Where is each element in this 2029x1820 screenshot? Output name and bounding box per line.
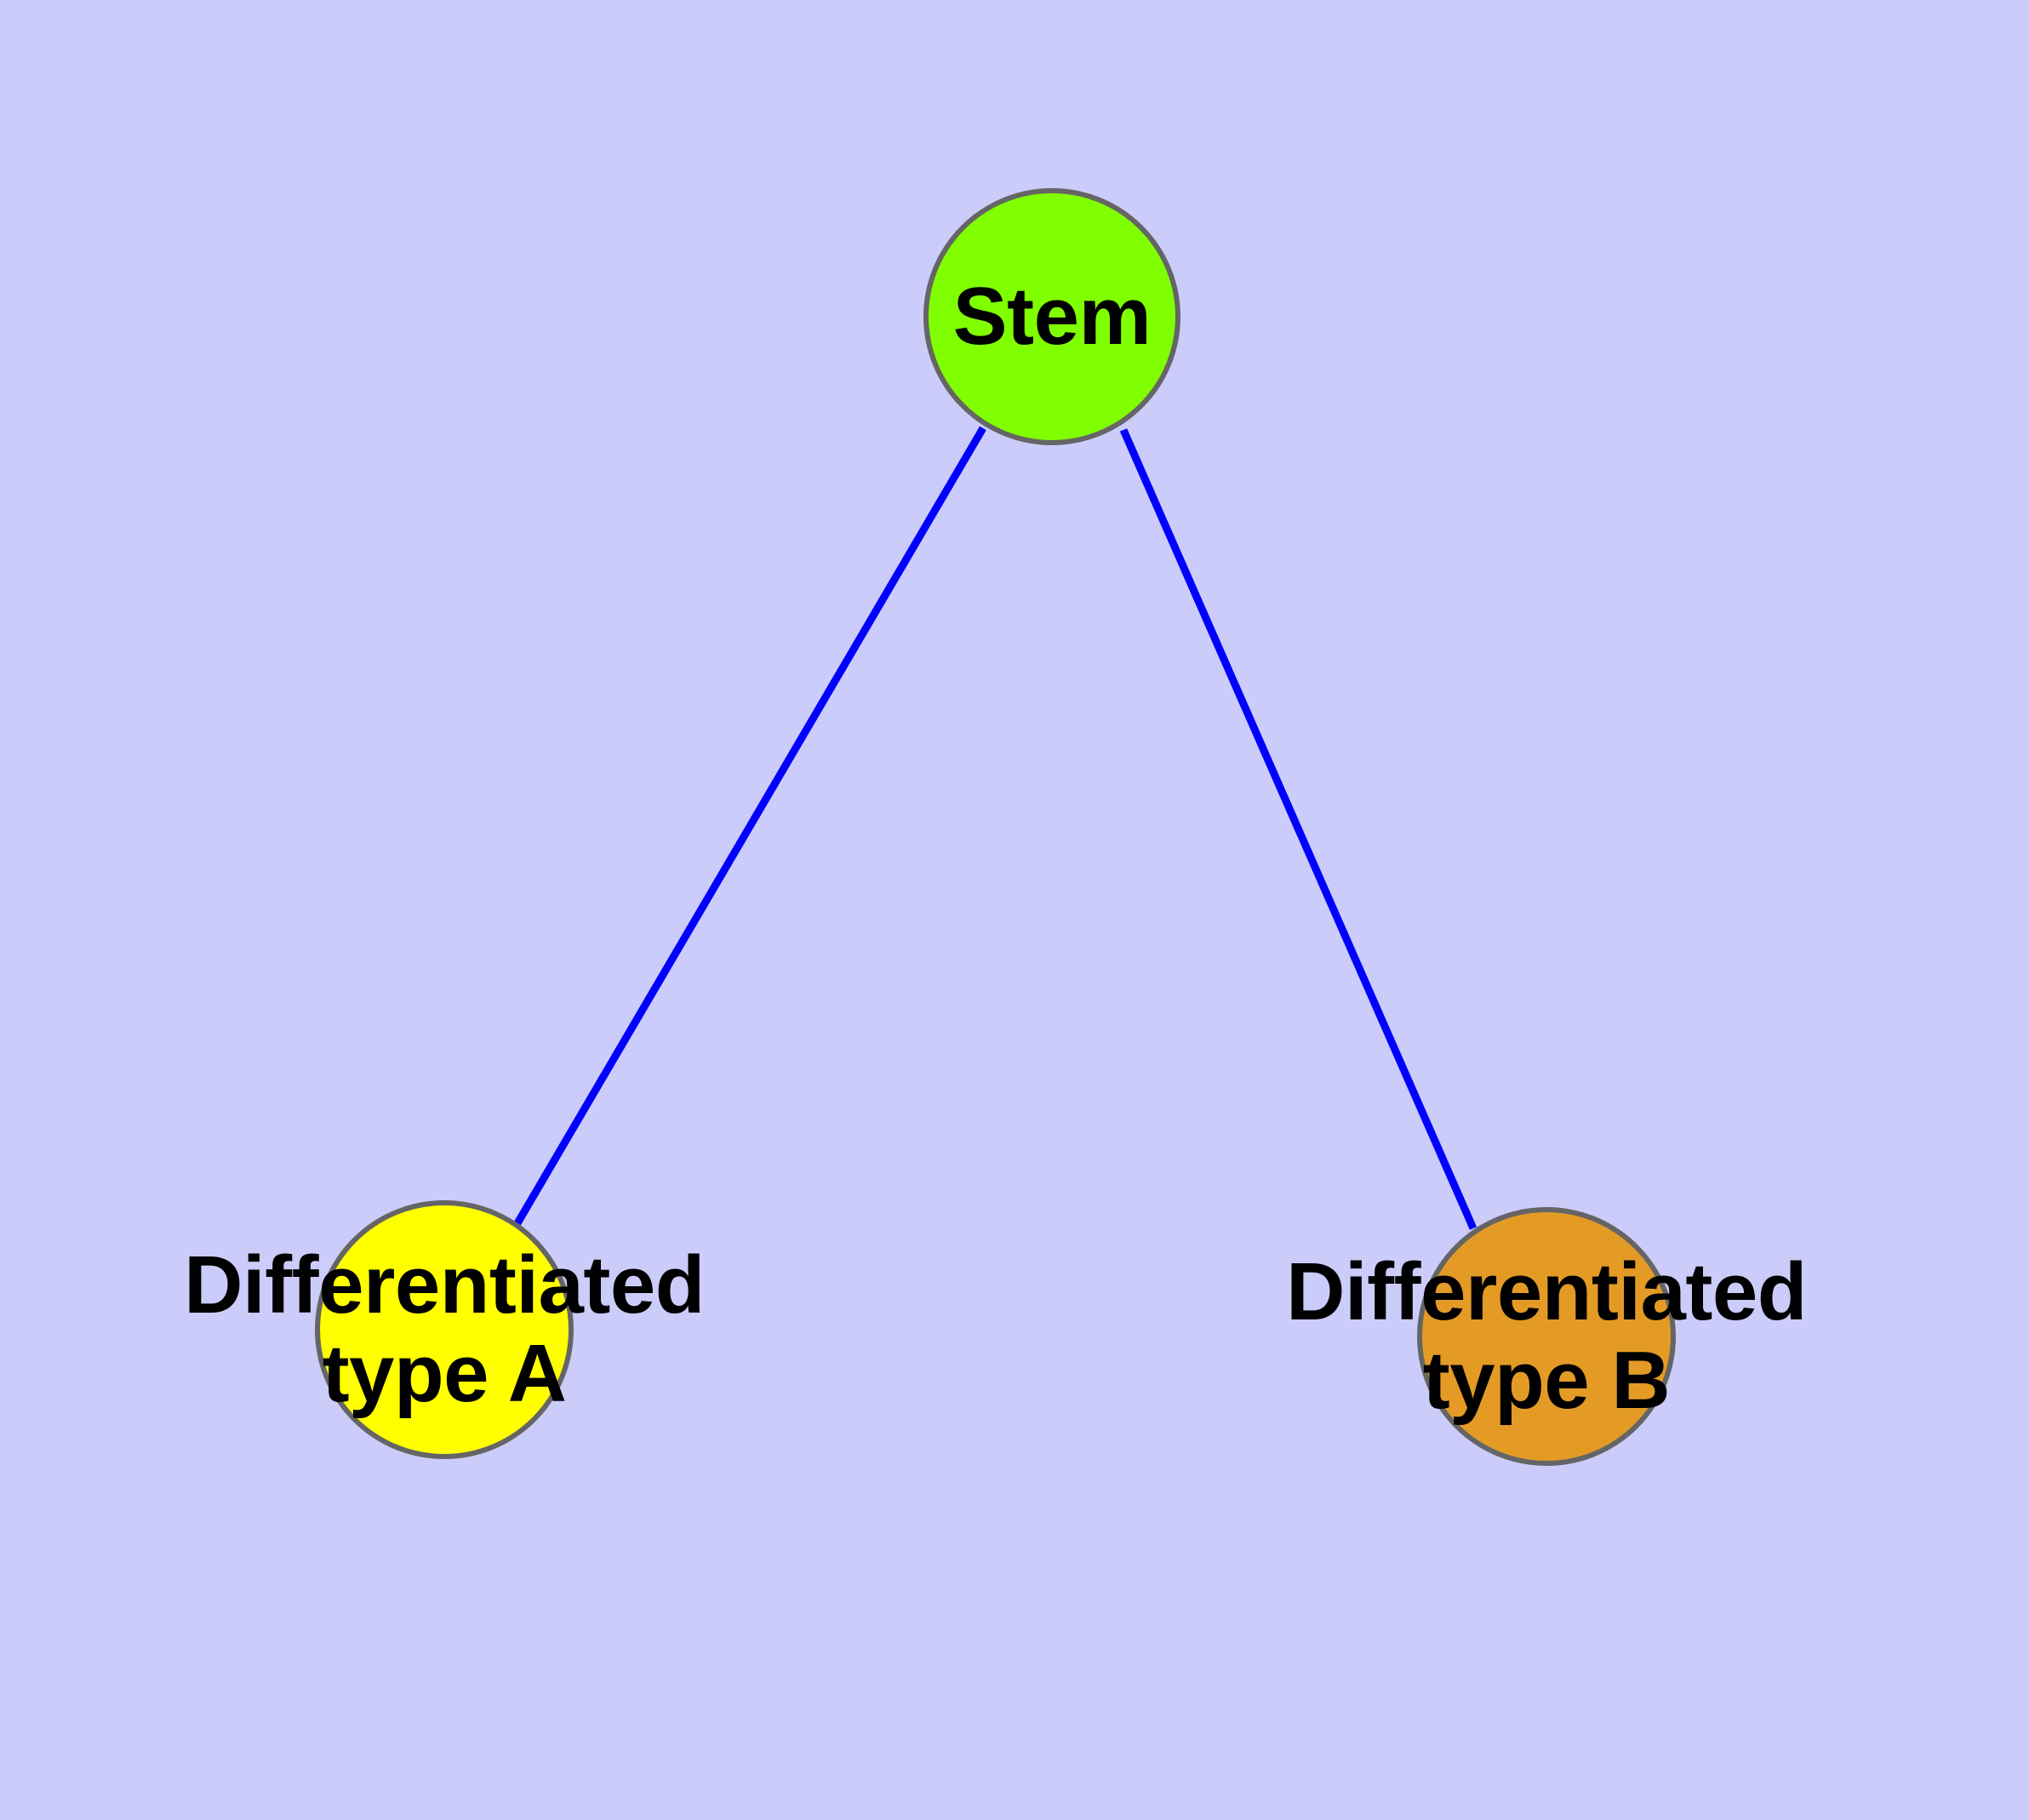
node-differentiated-type-a[interactable]: Differentiated type A bbox=[184, 1200, 705, 1459]
node-stem[interactable]: Stem bbox=[923, 188, 1180, 445]
edge-stem-to-differentiated-type-a bbox=[514, 426, 986, 1226]
node-differentiated-type-a-label: Differentiated type A bbox=[184, 1241, 705, 1417]
node-stem-circle bbox=[923, 188, 1180, 445]
edge-stem-to-differentiated-type-b bbox=[1119, 428, 1477, 1230]
node-differentiated-type-b-label-line-1: Differentiated bbox=[1286, 1246, 1807, 1338]
node-differentiated-type-b-label-line-2: type B bbox=[1422, 1335, 1671, 1426]
node-stem-label-line-1: Stem bbox=[952, 271, 1152, 363]
node-differentiated-type-b[interactable]: Differentiated type B bbox=[1286, 1207, 1807, 1466]
node-differentiated-type-a-label-line-1: Differentiated bbox=[184, 1239, 705, 1331]
node-differentiated-type-b-label: Differentiated type B bbox=[1286, 1248, 1807, 1424]
node-differentiated-type-a-circle bbox=[315, 1200, 574, 1459]
node-stem-label: Stem bbox=[953, 272, 1152, 361]
node-differentiated-type-a-label-line-2: type A bbox=[322, 1328, 567, 1419]
node-differentiated-type-b-circle bbox=[1417, 1207, 1676, 1466]
